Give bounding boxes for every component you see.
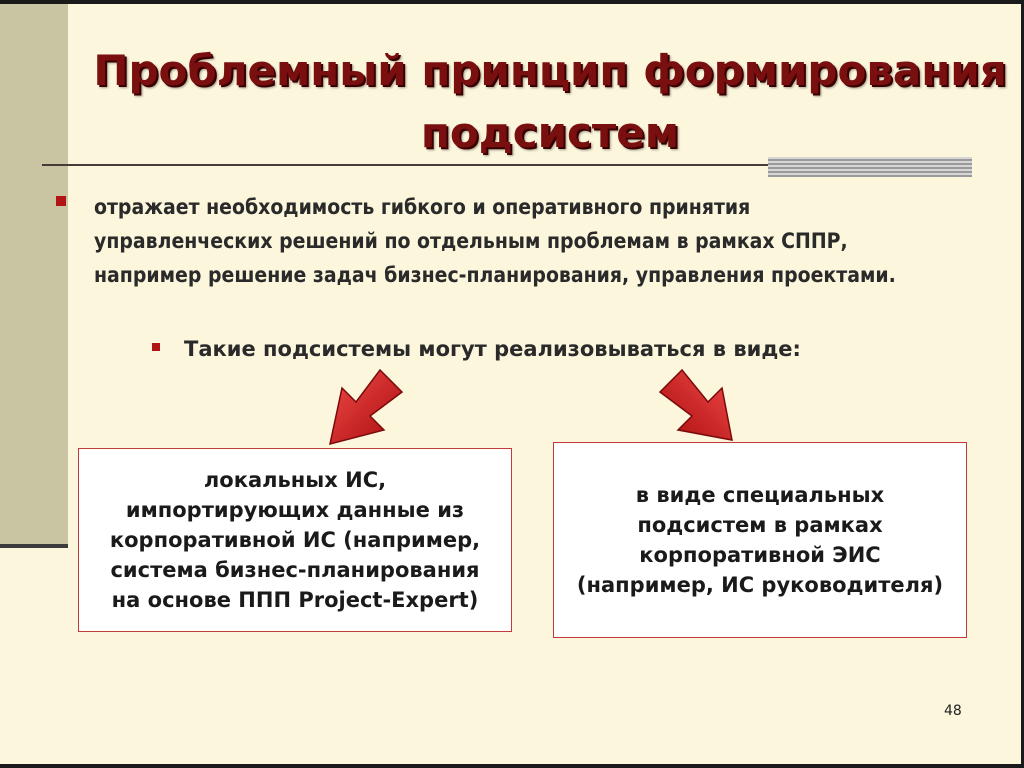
local-is-text: локальных ИС, импортирующих данные из ко… xyxy=(109,468,481,612)
frame-right-border xyxy=(1021,0,1024,768)
side-band-underline xyxy=(0,544,68,548)
bullet-marker xyxy=(56,196,66,206)
frame-top-border xyxy=(0,0,1024,4)
frame-bottom-border xyxy=(0,764,1024,768)
slide-title: Проблемный принцип формирования подсисте… xyxy=(93,46,1007,157)
special-subsystems-text: в виде специальных подсистем в рамках ко… xyxy=(576,483,944,597)
arrow-down-right-icon xyxy=(658,368,733,441)
sub-bullet-text: Такие подсистемы могут реализовываться в… xyxy=(184,337,801,361)
local-is-box: локальных ИС, импортирующих данные из ко… xyxy=(78,448,512,632)
arrow-down-left-icon xyxy=(329,368,404,446)
page-number: 48 xyxy=(944,703,962,719)
title-rule-accent xyxy=(768,157,972,177)
title-rule xyxy=(42,164,972,166)
bullet-text: отражает необходимость гибкого и операти… xyxy=(94,195,896,287)
special-subsystems-box: в виде специальных подсистем в рамках ко… xyxy=(553,442,967,638)
side-band xyxy=(0,4,68,548)
sub-bullet-marker xyxy=(152,343,160,351)
